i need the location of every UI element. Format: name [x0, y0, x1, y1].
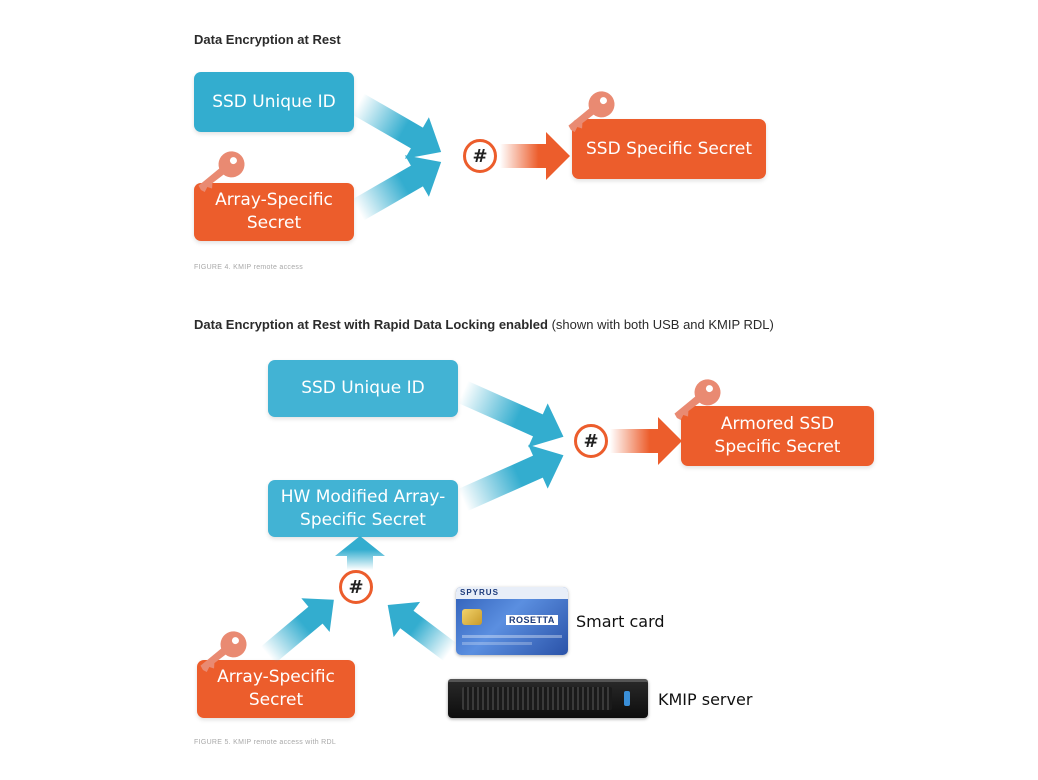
array-specific-secret-box: Array-Specific Secret	[194, 183, 354, 241]
figure5-heading: Data Encryption at Rest with Rapid Data …	[194, 317, 774, 332]
arrow-icon	[260, 598, 334, 664]
smart-card-brand: SPYRUS	[460, 588, 499, 597]
smart-card-label: Smart card	[576, 612, 665, 631]
key-icon	[561, 87, 620, 134]
arrow-icon	[458, 444, 564, 511]
ssd-specific-secret-label: SSD Specific Secret	[586, 138, 752, 159]
key-icon	[191, 147, 250, 194]
smart-card-product: ROSETTA	[506, 615, 558, 625]
arrow-icon	[352, 93, 442, 159]
hw-modified-secret-box: HW Modified Array- Specific Secret	[268, 480, 458, 537]
kmip-server-label: KMIP server	[658, 690, 753, 709]
ssd-specific-secret-box: SSD Specific Secret	[572, 119, 766, 179]
arrow-icon	[335, 536, 385, 570]
smart-card-icon: SPYRUS ROSETTA	[456, 587, 568, 655]
ssd-unique-id-box-rdl: SSD Unique ID	[268, 360, 458, 417]
chip-icon	[462, 609, 482, 625]
ssd-unique-id-box: SSD Unique ID	[194, 72, 354, 132]
ssd-unique-id-label-rdl: SSD Unique ID	[301, 378, 425, 398]
array-specific-secret-label: Array-Specific Secret	[215, 190, 333, 233]
ssd-unique-id-label: SSD Unique ID	[212, 91, 336, 112]
hash-icon: #	[463, 139, 497, 173]
armored-ssd-secret-box: Armored SSD Specific Secret	[681, 406, 874, 466]
figure4-caption: FIGURE 4. KMIP remote access	[194, 264, 304, 271]
arrow-icon	[352, 155, 442, 221]
arrow-icon	[458, 381, 564, 448]
arrow-icon	[500, 132, 570, 180]
hash-icon: #	[574, 424, 608, 458]
key-icon	[667, 375, 726, 422]
array-specific-secret-label-rdl: Array-Specific Secret	[217, 667, 335, 710]
key-icon	[193, 627, 252, 674]
server-icon	[448, 679, 648, 718]
arrow-icon	[610, 417, 682, 465]
armored-ssd-secret-label: Armored SSD Specific Secret	[714, 414, 841, 457]
hw-modified-secret-label: HW Modified Array- Specific Secret	[280, 486, 446, 530]
figure4-heading: Data Encryption at Rest	[194, 32, 341, 47]
hash-icon: #	[339, 570, 373, 604]
arrow-icon	[387, 601, 457, 661]
array-specific-secret-box-rdl: Array-Specific Secret	[197, 660, 355, 718]
figure5-caption: FIGURE 5. KMIP remote access with RDL	[194, 739, 337, 746]
